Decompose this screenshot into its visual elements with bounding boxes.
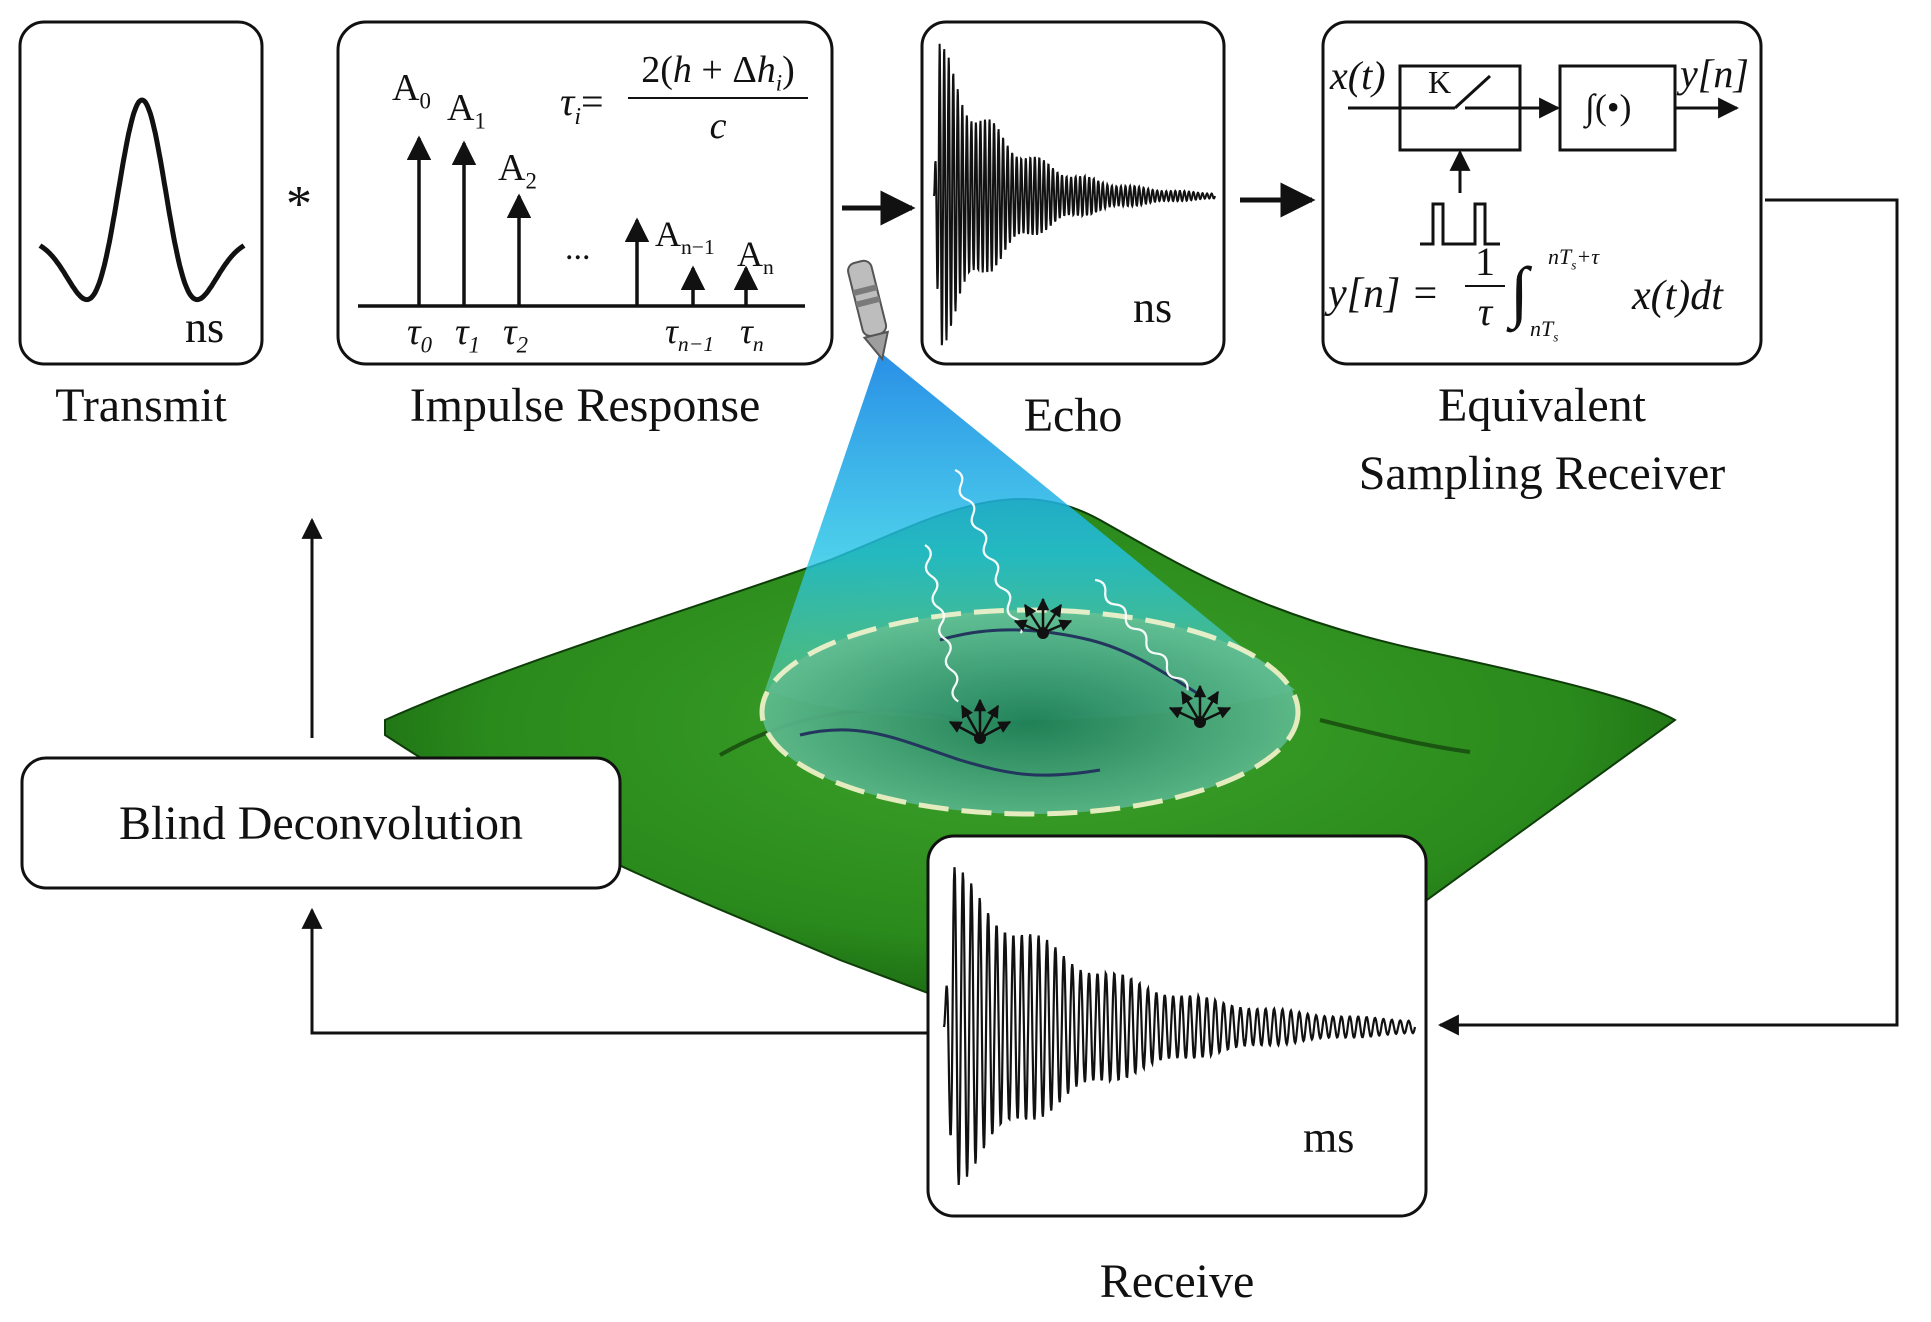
convolution-symbol: * (286, 176, 312, 233)
transmit-caption: Transmit (55, 379, 227, 432)
switch-label: K (1428, 64, 1452, 100)
terrain-ridge (1319, 718, 1471, 754)
impulse-stems (406, 135, 759, 306)
scatter-point (1013, 597, 1073, 639)
receive-box (926, 834, 1428, 1218)
amplitude-label: A1 (447, 87, 486, 134)
delay-label: τn (740, 311, 764, 357)
sampling-formula-lhs: y[n] = (1328, 271, 1440, 317)
amplitude-label: A0 (392, 67, 431, 114)
amplitude-label: An−1 (655, 214, 715, 260)
delay-label: τn−1 (665, 311, 715, 357)
receiver-caption-line2: Sampling Receiver (1358, 447, 1726, 500)
integrator-label: ∫(•) (1585, 87, 1632, 127)
integral-sign: ∫ (1510, 253, 1529, 329)
receiver-caption-line1: Equivalent (1438, 379, 1646, 432)
blind-deconvolution-box-outline (20, 756, 622, 890)
blind-deconvolution-box: Blind Deconvolution (119, 796, 523, 850)
delay-label: τ1 (455, 311, 481, 358)
receiver-input-label: x(t) (1330, 53, 1386, 98)
ellipsis: ... (565, 230, 591, 267)
delay-label: τ0 (407, 311, 433, 358)
delay-label: τ2 (503, 311, 529, 358)
receive-to-deconvolution-connector (301, 907, 928, 1035)
receive-waveform (942, 867, 1417, 1185)
gate-pulse (1420, 202, 1500, 246)
radar-probe (847, 259, 890, 362)
echo-caption: Echo (1023, 389, 1123, 442)
scattered-echoes (924, 468, 1189, 703)
amplitude-label: An (737, 234, 774, 280)
upper-limit: nTs+τ (1548, 244, 1600, 273)
impulse-caption: Impulse Response (409, 379, 761, 432)
integrand: x(t)dt (1632, 273, 1723, 319)
impulse-box (336, 20, 834, 366)
receive-unit: ms (1303, 1113, 1355, 1162)
delay-formula-denominator: c (709, 105, 727, 147)
sampling-formula-numerator: 1 (1465, 238, 1505, 287)
switch-arm (1453, 74, 1492, 110)
lower-limit: nTs (1530, 316, 1559, 345)
delay-formula-lhs: τi= (560, 79, 604, 130)
surface-contour (799, 728, 1101, 777)
scatter-point (948, 698, 1012, 744)
echo-unit: ns (1133, 283, 1173, 332)
transmit-pulse (38, 97, 246, 303)
receiver-output-label: y[n] (1680, 51, 1749, 96)
footprint-ellipse (759, 607, 1301, 817)
transmit-unit: ns (185, 303, 225, 352)
scatter-point (1168, 684, 1232, 728)
transmit-box (18, 20, 264, 366)
echo-waveform (933, 43, 1216, 346)
sampling-formula-denominator: τ (1477, 289, 1493, 334)
receive-caption: Receive (1099, 1255, 1255, 1308)
surface-contour (939, 628, 1201, 697)
receiver-to-receive-connector (1437, 198, 1899, 1036)
amplitude-label: A2 (498, 147, 537, 194)
delay-formula-numerator: 2(h + Δhi) (628, 48, 808, 99)
